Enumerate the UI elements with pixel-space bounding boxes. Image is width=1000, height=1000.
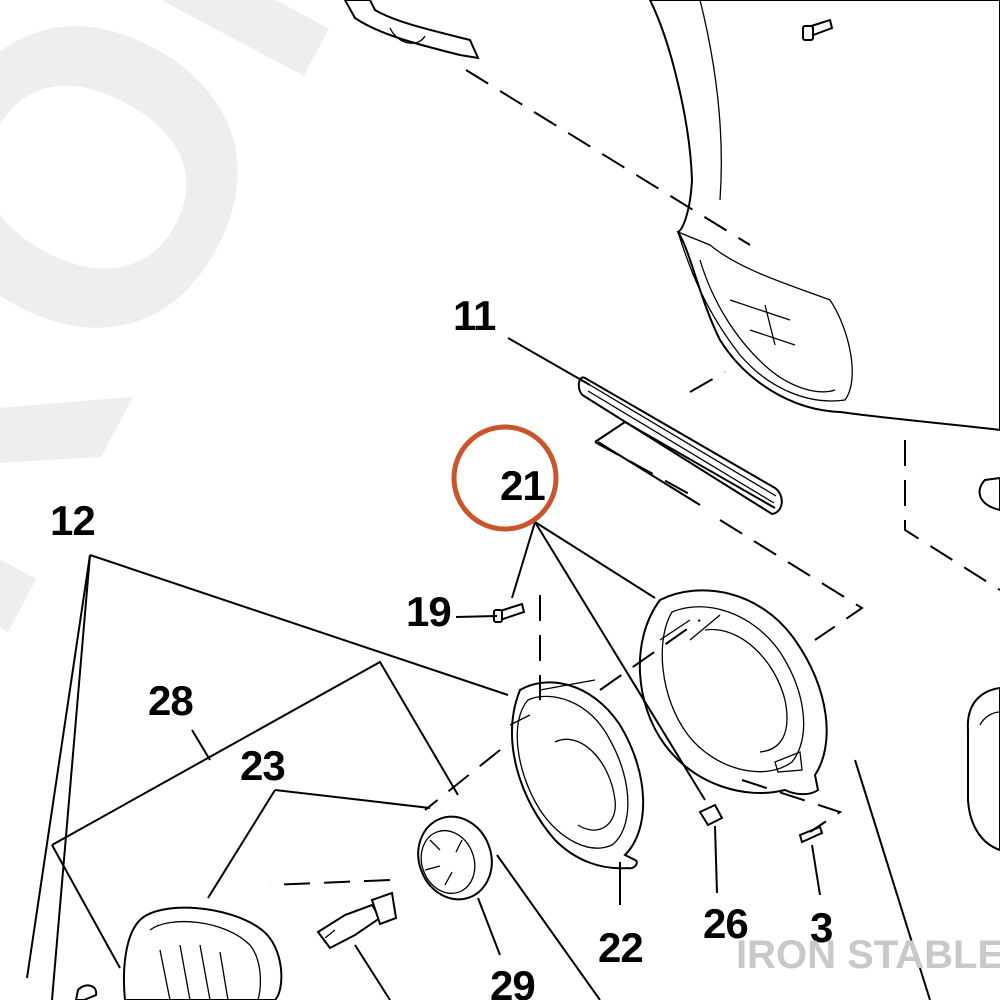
brand-logo-text: IRON STABLE (736, 933, 1000, 977)
callout-labels: 11 21 12 19 28 23 22 26 3 29 (50, 292, 833, 1000)
part-22-ring (509, 679, 645, 870)
part-3-screw (798, 825, 824, 844)
part-19-screw (493, 602, 526, 623)
callout-11: 11 (453, 292, 496, 339)
small-clip-left (74, 984, 98, 1000)
part-23-headlamp (122, 906, 283, 1000)
trim-strip-part (343, 0, 480, 60)
callout-22: 22 (598, 924, 643, 971)
callout-12: 12 (50, 497, 95, 544)
part-26-clip (698, 803, 724, 827)
fairing-part (648, 0, 1000, 432)
headlamp-bulb (316, 891, 398, 950)
callout-28: 28 (148, 677, 193, 724)
highlight-circle-21 (451, 424, 559, 532)
callout-21: 21 (500, 462, 545, 509)
callout-3: 3 (810, 904, 832, 951)
part-21-mounting-ring (638, 589, 828, 796)
screw-top (802, 18, 834, 41)
callout-19: 19 (406, 588, 451, 635)
callout-23: 23 (240, 742, 285, 789)
part-29-retainer (417, 815, 493, 901)
callout-26: 26 (703, 900, 748, 947)
callout-29: 29 (490, 962, 535, 1000)
right-edge-parts (966, 476, 1000, 852)
leader-lines (26, 337, 931, 1000)
